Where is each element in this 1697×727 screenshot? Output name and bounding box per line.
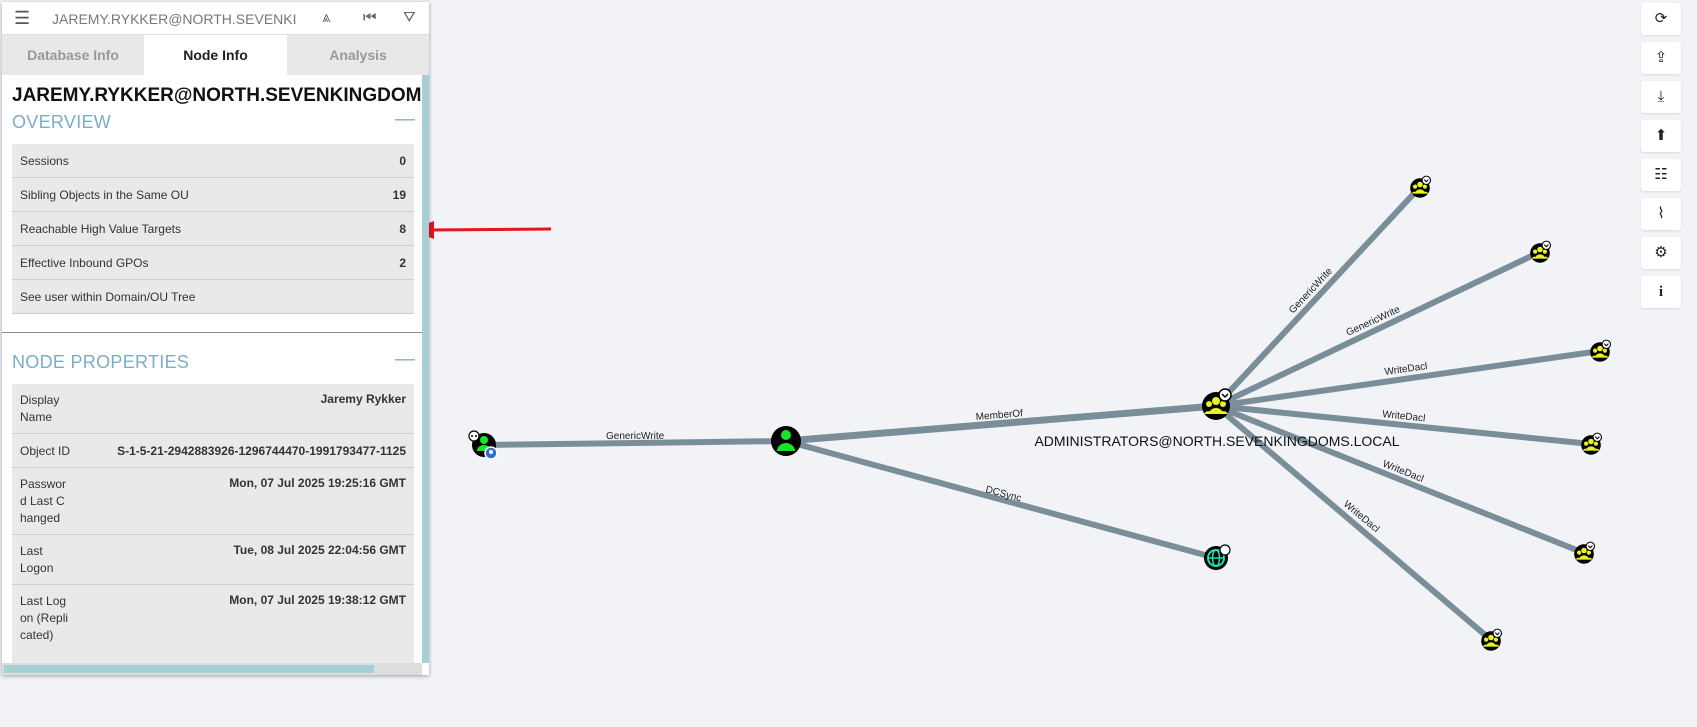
edge-writedacl-4[interactable] (1214, 403, 1493, 643)
back-icon[interactable]: ⏮ (363, 9, 377, 26)
overview-row-sessions[interactable]: Sessions 0 (12, 144, 414, 178)
info-icon[interactable]: i (1641, 276, 1681, 308)
panel-tabs: Database Info Node Info Analysis (2, 35, 429, 75)
horizontal-scrollbar[interactable] (2, 663, 422, 675)
prop-row-password-last-changed: Password Last Changed Mon, 07 Jul 2025 1… (12, 468, 414, 535)
annotation-arrow (410, 221, 552, 239)
prop-row-last-logon-replicated: Last Logon (Replicated) Mon, 07 Jul 2025… (12, 585, 414, 663)
pathfinding-icon[interactable]: ⩓ (322, 9, 331, 26)
group-node[interactable] (1409, 175, 1432, 199)
tab-analysis[interactable]: Analysis (287, 35, 429, 75)
node-info-content: JAREMY.RYKKER@NORTH.SEVENKINGDOMS.LOCAL … (2, 75, 422, 663)
domain-node[interactable] (1204, 544, 1231, 570)
vertical-scrollbar[interactable] (422, 75, 429, 663)
edge-writedacl-3[interactable] (1214, 403, 1586, 556)
group-node[interactable] (1589, 339, 1612, 363)
overview-title: OVERVIEW (12, 112, 112, 132)
group-node[interactable] (1529, 240, 1552, 264)
user-node-owned[interactable] (468, 430, 498, 460)
edge-genericwrite-user[interactable] (483, 438, 787, 448)
collapse-overview-icon[interactable]: — (395, 108, 415, 130)
cogs-icon[interactable]: ⚙ (1641, 237, 1681, 269)
collapse-properties-icon[interactable]: — (395, 348, 415, 370)
node-info-panel: ☰ JAREMY.RYKKER@NORTH.SEVENKI ⩓ ⏮ ⛛ Data… (2, 2, 429, 675)
overview-row-high-value[interactable]: Reachable High Value Targets 8 (12, 212, 414, 246)
edge-genericwrite-2[interactable] (1214, 249, 1542, 409)
edge-writedacl-1[interactable] (1215, 348, 1601, 409)
prop-row-last-logon: Last Logon Tue, 08 Jul 2025 22:04:56 GMT (12, 535, 414, 585)
tab-database-info[interactable]: Database Info (2, 35, 144, 75)
edge-label: WriteDacl (1382, 409, 1426, 424)
download-icon[interactable]: ⤓ (1641, 81, 1681, 113)
node-title: JAREMY.RYKKER@NORTH.SEVENKINGDOMS.LOCAL (12, 85, 422, 106)
tasks-icon[interactable]: ☷ (1641, 159, 1681, 191)
upload-icon[interactable]: ⇪ (1641, 42, 1681, 74)
search-bar: ☰ JAREMY.RYKKER@NORTH.SEVENKI ⩓ ⏮ ⛛ (2, 2, 429, 35)
edge-writedacl-2[interactable] (1215, 403, 1592, 447)
prop-row-object-id: Object ID S-1-5-21-2942883926-1296744470… (12, 434, 414, 468)
group-node[interactable] (1580, 432, 1603, 456)
node-label-admins: ADMINISTRATORS@NORTH.SEVENKINGDOMS.LOCAL (1034, 433, 1399, 449)
edge-memberof[interactable] (785, 402, 1217, 445)
node-properties-title: NODE PROPERTIES (12, 352, 190, 372)
user-node-jaremy[interactable] (771, 426, 801, 456)
circle-up-icon[interactable]: ⬆ (1641, 120, 1681, 152)
edge-label: MemberOf (975, 408, 1023, 423)
search-input[interactable]: JAREMY.RYKKER@NORTH.SEVENKI (52, 11, 297, 27)
prop-row-display-name: Display Name Jaremy Rykker (12, 384, 414, 434)
filter-icon[interactable]: ⛛ (403, 9, 416, 26)
edge-label: GenericWrite (606, 431, 665, 442)
chart-line-icon[interactable]: ⌇ (1641, 198, 1681, 230)
hamburger-icon[interactable]: ☰ (14, 8, 31, 28)
group-node[interactable] (1573, 541, 1596, 565)
section-divider (2, 332, 422, 333)
refresh-icon[interactable]: ⟳ (1641, 3, 1681, 35)
overview-row-siblings[interactable]: Sibling Objects in the Same OU 19 (12, 178, 414, 212)
edge-genericwrite-1[interactable] (1213, 184, 1423, 409)
edge-dcsync[interactable] (785, 438, 1217, 561)
overview-row-gpos[interactable]: Effective Inbound GPOs 2 (12, 246, 414, 280)
edges (483, 184, 1601, 643)
tab-node-info[interactable]: Node Info (144, 35, 287, 75)
overview-row-ou-tree[interactable]: See user within Domain/OU Tree (12, 280, 414, 314)
edge-label: GenericWrite (1287, 266, 1335, 316)
